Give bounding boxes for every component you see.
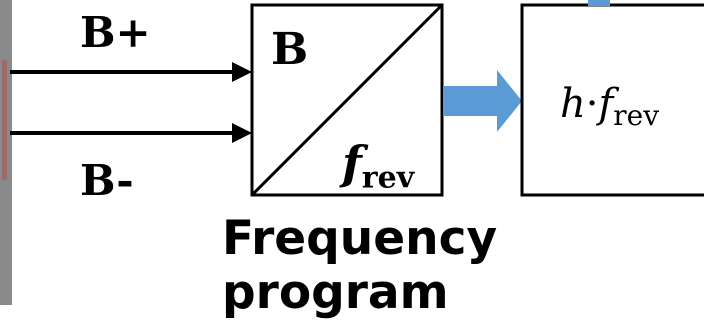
frev-f: f — [342, 136, 362, 190]
h-symbol: h — [560, 81, 586, 127]
converter-top-label: B — [271, 28, 308, 72]
photo-strip-highlight — [2, 60, 7, 180]
caption-line-1: Frequency — [222, 212, 522, 266]
multiplier-label: h·frev — [560, 84, 659, 130]
blue-top-arrow-stub — [588, 0, 610, 6]
b-plus-label: B+ — [80, 12, 151, 54]
converter-bottom-label: frev — [342, 140, 414, 193]
caption-line-2: program — [222, 266, 522, 320]
blue-flow-arrow — [443, 70, 522, 132]
rev-sub: rev — [613, 99, 659, 132]
b-minus-arrow — [10, 123, 252, 143]
frev-sub: rev — [362, 160, 414, 195]
b-minus-label: B- — [80, 160, 134, 202]
b-plus-arrow — [10, 62, 252, 82]
frequency-program-caption: Frequency program — [222, 212, 522, 320]
f-symbol: f — [598, 81, 613, 127]
dot-symbol: · — [586, 81, 599, 127]
